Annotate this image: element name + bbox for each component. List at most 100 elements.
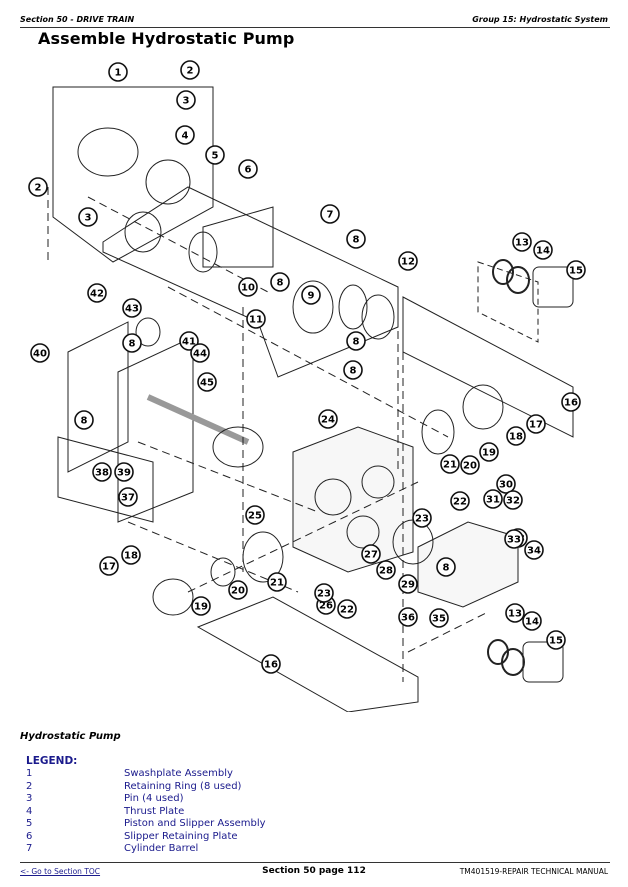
swashplate-group-outline [52, 86, 214, 263]
legend-item-label: Swashplate Assembly [124, 768, 233, 779]
callout-label: 45 [200, 378, 214, 389]
legend-item-number: 7 [26, 843, 33, 854]
callout-44: 44 [190, 343, 210, 363]
callout-17: 17 [99, 556, 119, 576]
callout-circle [197, 372, 217, 392]
callout-label: 20 [231, 586, 245, 597]
callout-label: 24 [321, 415, 335, 426]
callout-41: 41 [179, 331, 199, 351]
callout-19: 19 [479, 442, 499, 462]
callout-circle [398, 251, 418, 271]
callout-11: 11 [246, 309, 266, 329]
callout-circle [429, 608, 449, 628]
callout-6: 6 [238, 159, 258, 179]
callout-circle [450, 491, 470, 511]
legend-item: 6 Slipper Retaining Plate [26, 831, 266, 844]
section-header: Section 50 - DRIVE TRAIN [20, 15, 135, 24]
callout-circle [191, 596, 211, 616]
callout-label: 8 [81, 416, 88, 427]
callout-21: 21 [267, 572, 287, 592]
callout-circle [506, 426, 526, 446]
callout-circle [376, 560, 396, 580]
callout-16: 16 [261, 654, 281, 674]
callout-circle [504, 529, 524, 549]
callout-label: 10 [241, 283, 255, 294]
callout-label: 20 [463, 461, 477, 472]
callout-label: 6 [245, 165, 252, 176]
callout-label: 9 [308, 291, 315, 302]
callout-label: 25 [248, 511, 262, 522]
legend-item-number: 1 [26, 768, 33, 779]
callout-circle [175, 125, 195, 145]
callout-43: 43 [122, 298, 142, 318]
callout-35: 35 [429, 608, 449, 628]
callout-13: 13 [512, 232, 532, 252]
legend-heading: LEGEND: [26, 755, 78, 767]
callout-circle [546, 630, 566, 650]
callout-4: 4 [175, 125, 195, 145]
callout-circle [505, 603, 525, 623]
callout-label: 36 [401, 613, 415, 624]
callout-label: 2 [35, 183, 42, 194]
callout-37: 37 [118, 487, 138, 507]
callout-21: 21 [440, 454, 460, 474]
callout-circle [318, 409, 338, 429]
callout-label: 12 [401, 257, 415, 268]
callout-8: 8 [346, 331, 366, 351]
callout-label: 44 [193, 349, 207, 360]
callout-circle [92, 462, 112, 482]
callout-45: 45 [197, 372, 217, 392]
callout-circle [561, 392, 581, 412]
callout-40: 40 [30, 343, 50, 363]
callout-2: 2 [28, 177, 48, 197]
callout-label: 16 [564, 398, 578, 409]
callout-label: 28 [379, 566, 393, 577]
section-toc-link[interactable]: <- Go to Section TOC [20, 867, 101, 876]
legend-item-number: 6 [26, 830, 33, 842]
callout-label: 8 [350, 366, 357, 377]
callout-15: 15 [546, 630, 566, 650]
callout-24: 24 [318, 409, 338, 429]
legend-item-label: Slipper Retaining Plate [124, 830, 238, 842]
callout-label: 38 [95, 468, 109, 479]
callout-label: 7 [327, 210, 334, 221]
valve-group-outline-top [402, 296, 574, 438]
callout-34: 34 [524, 540, 544, 560]
cover-outline [67, 321, 129, 473]
callout-circle [483, 489, 503, 509]
callout-27: 27 [361, 544, 381, 564]
callout-circle [78, 207, 98, 227]
callout-circle [526, 414, 546, 434]
callout-label: 15 [569, 266, 583, 277]
callout-2: 2 [180, 60, 200, 80]
callout-circle [314, 583, 334, 603]
callout-label: 23 [317, 589, 331, 600]
callout-32: 32 [503, 490, 523, 510]
callout-label: 4 [182, 131, 189, 142]
callout-circle [412, 508, 432, 528]
legend-item: 1 Swashplate Assembly [26, 768, 266, 781]
callout-circle [533, 240, 553, 260]
callout-circle [496, 474, 516, 494]
callout-13: 13 [505, 603, 525, 623]
callout-label: 8 [277, 278, 284, 289]
group-header: Group 15: Hydrostatic System [472, 15, 608, 24]
callout-22: 22 [450, 491, 470, 511]
callout-5: 5 [205, 145, 225, 165]
callout-3: 3 [176, 90, 196, 110]
callout-label: 1 [115, 68, 122, 79]
callout-label: 34 [527, 546, 541, 557]
manual-id: TM401519-REPAIR TECHNICAL MANUAL [459, 867, 608, 876]
callout-circle [440, 454, 460, 474]
callout-circle [320, 204, 340, 224]
callout-label: 19 [194, 602, 208, 613]
callout-23: 23 [412, 508, 432, 528]
callout-label: 42 [90, 289, 104, 300]
legend-item-number: 2 [26, 780, 33, 792]
callout-14: 14 [522, 611, 542, 631]
callout-circle [121, 545, 141, 565]
